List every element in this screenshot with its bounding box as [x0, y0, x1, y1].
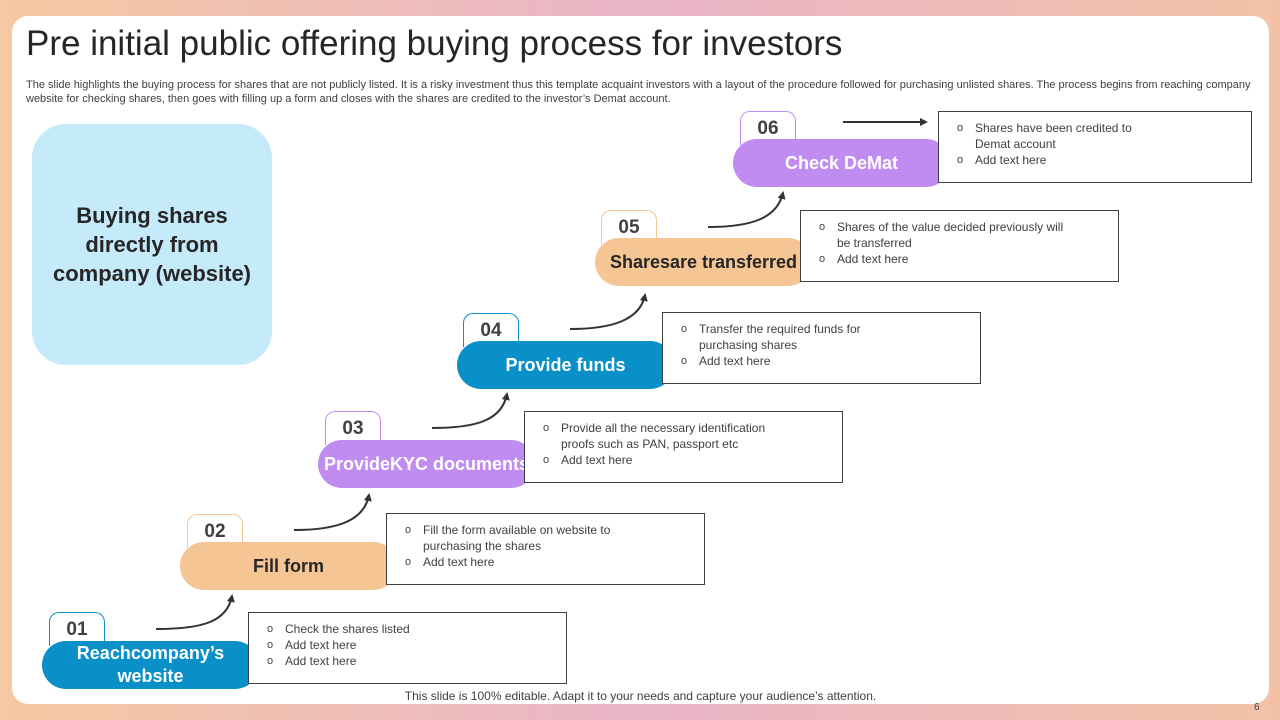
- step-5-description: Shares of the value decided previously w…: [800, 210, 1119, 282]
- step-6-label: Check DeMat: [733, 139, 950, 187]
- side-label: Buying shares directly from company (web…: [52, 203, 252, 286]
- bullet: Shares of the value decided previously w…: [819, 219, 1098, 251]
- step-4-description: Transfer the required funds forpurchasin…: [662, 312, 981, 384]
- page-number: 6: [1254, 702, 1260, 713]
- bullet: Add text here: [957, 152, 1231, 168]
- bullet: Transfer the required funds forpurchasin…: [681, 321, 960, 353]
- footer-note: This slide is 100% editable. Adapt it to…: [404, 689, 877, 703]
- step-5-label: Sharesare transferred: [595, 238, 812, 286]
- arrow-2: [293, 493, 372, 531]
- side-label-box: Buying shares directly from company (web…: [32, 124, 272, 365]
- bullet: Add text here: [267, 637, 546, 653]
- bullet: Add text here: [405, 554, 684, 570]
- arrow-5: [707, 191, 786, 228]
- bullet: Add text here: [543, 452, 822, 468]
- arrow-4: [569, 293, 648, 330]
- step-3-number: 03: [325, 411, 381, 445]
- bullet: Fill the form available on website topur…: [405, 522, 684, 554]
- bullet: Provide all the necessary identification…: [543, 420, 822, 452]
- subtitle: The slide highlights the buying process …: [26, 79, 1251, 105]
- bullet: Add text here: [819, 251, 1098, 267]
- page-title: Pre initial public offering buying proce…: [26, 24, 843, 63]
- arrow-3: [431, 392, 510, 429]
- bullet: Add text here: [267, 653, 546, 669]
- step-1-label: Reachcompany’s website: [42, 641, 259, 689]
- step-3-description: Provide all the necessary identification…: [524, 411, 843, 483]
- step-1-description: Check the shares listed Add text here Ad…: [248, 612, 567, 684]
- step-1-number: 01: [49, 612, 105, 646]
- slide: Pre initial public offering buying proce…: [12, 16, 1269, 704]
- step-3-label: ProvideKYC documents: [318, 440, 535, 488]
- bullet: Check the shares listed: [267, 621, 546, 637]
- step-2-description: Fill the form available on website topur…: [386, 513, 705, 585]
- arrow-1: [155, 594, 235, 630]
- bullet: Add text here: [681, 353, 960, 369]
- step-2-label: Fill form: [180, 542, 397, 590]
- step-4-label: Provide funds: [457, 341, 674, 389]
